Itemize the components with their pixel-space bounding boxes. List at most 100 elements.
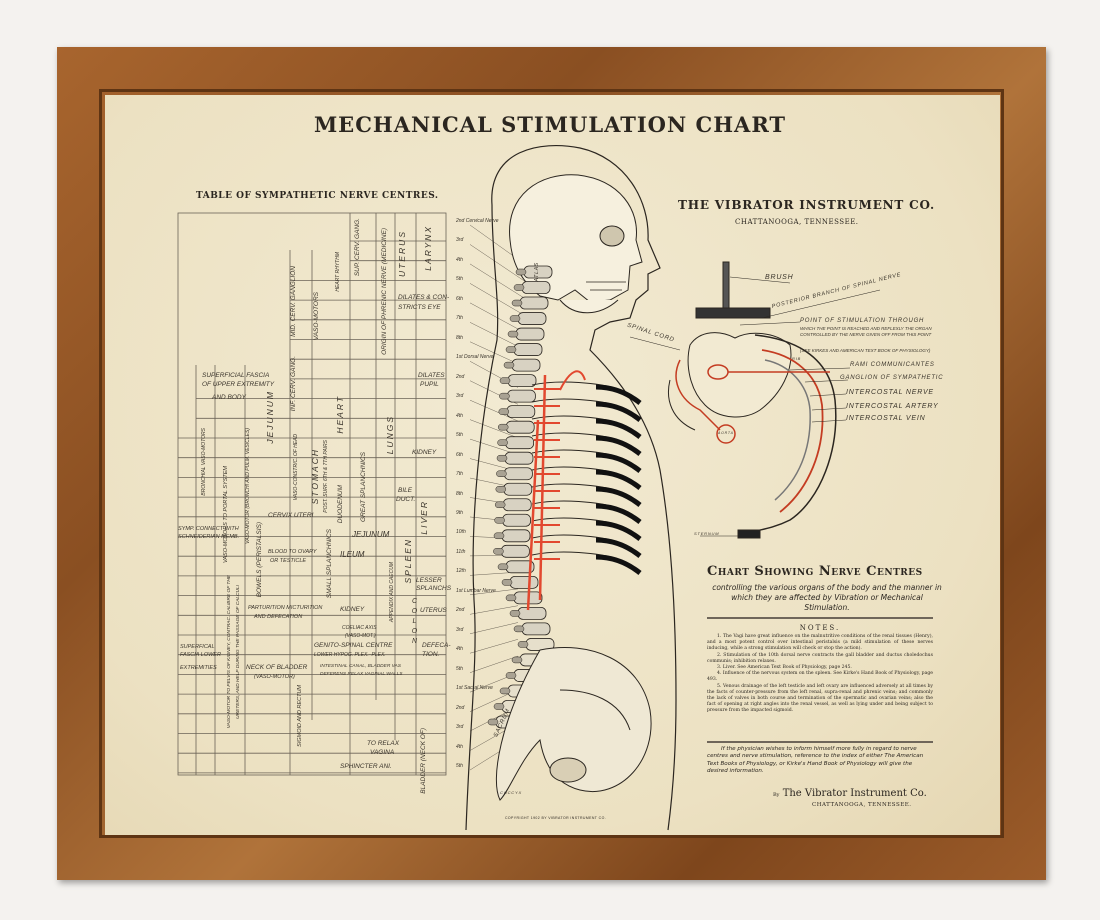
rib-cartilage — [595, 520, 642, 541]
signature-city: CHATTANOOGA, TENNESSEE. — [812, 802, 912, 808]
table-cell: Heart — [335, 395, 345, 434]
table-cell: Vaso-Motor to Pelvis of Kidney, Contrac.… — [227, 575, 232, 729]
table-cell: Stomach — [310, 448, 320, 505]
spinous-process — [498, 408, 510, 415]
nerve-label: 3rd — [456, 626, 464, 633]
nerve-label: 5th — [456, 763, 463, 769]
chart-showing-heading: Chart Showing Nerve Centres — [707, 564, 923, 579]
spinous-process — [493, 703, 505, 710]
aorta-label: Aorta — [718, 431, 734, 435]
table-cell: Heart Rhythm — [335, 252, 341, 292]
rami-communicantes-label: Rami Communicantes — [850, 362, 935, 368]
table-cell: Uterus — [420, 607, 447, 614]
nerve-label: 9th — [456, 509, 463, 516]
vertebra — [521, 281, 551, 294]
table-cell: Kidney — [412, 449, 437, 456]
table-cell: tion. — [422, 651, 440, 658]
table-cell: of Upper Extremity — [202, 381, 275, 388]
spinous-process — [505, 672, 517, 679]
spinous-process — [503, 361, 515, 369]
table-cell: Spleen — [403, 538, 413, 584]
table-cell: Inf. Cerv. Gang. — [290, 356, 297, 412]
rib-cartilage — [595, 401, 642, 422]
atlas-label: Atlas — [534, 262, 540, 282]
spinous-process — [513, 284, 525, 291]
table-cell: Ureters, and help during the Passage of … — [236, 585, 241, 719]
table-grid — [177, 212, 447, 776]
table-cell: Great Splanchnics — [360, 452, 367, 522]
nerve-leader — [469, 605, 519, 615]
nerve-label: 2nd Cervical Nerve — [456, 218, 499, 224]
rib-cartilage — [595, 384, 642, 405]
divider — [707, 741, 933, 743]
spinous-process — [505, 594, 517, 602]
table-cell: Splanchs — [416, 585, 452, 592]
coccyx-label: Coccyx — [500, 790, 522, 795]
vertebra — [507, 374, 537, 388]
spinous-process — [517, 641, 529, 648]
table-border — [177, 212, 447, 776]
table-cell: Deferens relax Vaginal Walls — [320, 672, 403, 677]
pelvis — [495, 647, 652, 801]
nerve-label: 4th — [456, 743, 463, 750]
spinous-process — [497, 563, 509, 571]
nerve-label: 1st Dorsal Nerve — [456, 354, 494, 361]
table-cell: and Body — [212, 394, 246, 401]
vertebra — [511, 358, 541, 372]
nerve-label: 11th — [456, 548, 466, 555]
signature-name: The Vibrator Instrument Co. — [782, 788, 927, 799]
note-item: 4. Influence of the nervous system on th… — [707, 671, 933, 683]
spinous-process — [509, 610, 521, 617]
table-cell: Blood to Ovary — [268, 549, 317, 555]
nerve-leader — [469, 244, 534, 287]
cross-section-diagram — [629, 261, 881, 539]
sternum-label: Sternum — [694, 531, 720, 536]
spinous-process — [494, 501, 506, 509]
vertebra — [521, 622, 551, 636]
vertebra — [519, 296, 549, 310]
table-cell: Sup. Cerv. Gang. — [354, 218, 361, 277]
table-cell: Vaso-Motors to Portal System — [223, 466, 229, 563]
table-cell: Neck of Bladder — [246, 664, 308, 671]
rib-cartilage — [595, 486, 642, 507]
spinous-process — [497, 423, 509, 431]
notes-list: 1. The Vagi have great influence on the … — [707, 634, 933, 715]
nerve-label: 4th — [456, 256, 463, 263]
nerve-label: 2nd — [456, 607, 465, 614]
note-item: 2. Stimulation of the 10th dorsal nerve … — [707, 652, 933, 664]
nerve-label: 2nd — [456, 704, 465, 711]
spinous-process — [493, 532, 505, 540]
intercostal-vein-label: Intercostal Vein — [846, 415, 926, 422]
table-cell: stricts Eye — [398, 304, 441, 311]
rib-label: Rib — [792, 356, 802, 361]
nerve-label: 8th — [456, 334, 463, 341]
sympathetic-chain — [526, 374, 547, 611]
rib-cartilage — [595, 469, 642, 490]
brush-label: Brush — [765, 274, 794, 281]
spinous-process — [511, 656, 523, 664]
spinous-process — [505, 346, 517, 353]
rib-cartilage — [595, 503, 642, 524]
table-cell: Post. Surf. 6th & 7th Pairs — [323, 440, 329, 513]
table-cell: Pupil — [420, 381, 439, 388]
company-name: THE VIBRATOR INSTRUMENT CO. — [678, 198, 936, 212]
table-cell: Vaso-Motor (Bronchi and Pulm. Vesicles) — [245, 428, 251, 544]
vertebra — [506, 389, 536, 403]
table-cell: Jejunum — [265, 390, 275, 444]
nerve-label: 1st Lumbar Nerve — [456, 587, 496, 594]
nerve-leader — [469, 419, 519, 439]
vertebra — [505, 436, 535, 450]
nerve-label: 4th — [456, 412, 463, 419]
table-cell: and Defecation — [254, 614, 303, 620]
intercostal-artery-label: Intercostal Artery — [846, 403, 939, 410]
note-item: 1. The Vagi have great influence on the … — [707, 634, 933, 652]
table-cell: Sigmoid and Rectum — [297, 685, 303, 747]
ganglion-label: Ganglion of Sympathetic — [840, 375, 944, 381]
copyright: COPYRIGHT 1902 BY VIBRATOR INSTRUMENT CO… — [505, 816, 607, 820]
table-cell: Cervix Uteri — [268, 512, 314, 519]
table-cell: Duct. — [396, 496, 416, 503]
chart-showing-subtitle: controlling the various organs of the bo… — [712, 583, 942, 612]
vertebra — [515, 327, 545, 341]
table-cell: Superficial Fascia — [202, 372, 270, 379]
